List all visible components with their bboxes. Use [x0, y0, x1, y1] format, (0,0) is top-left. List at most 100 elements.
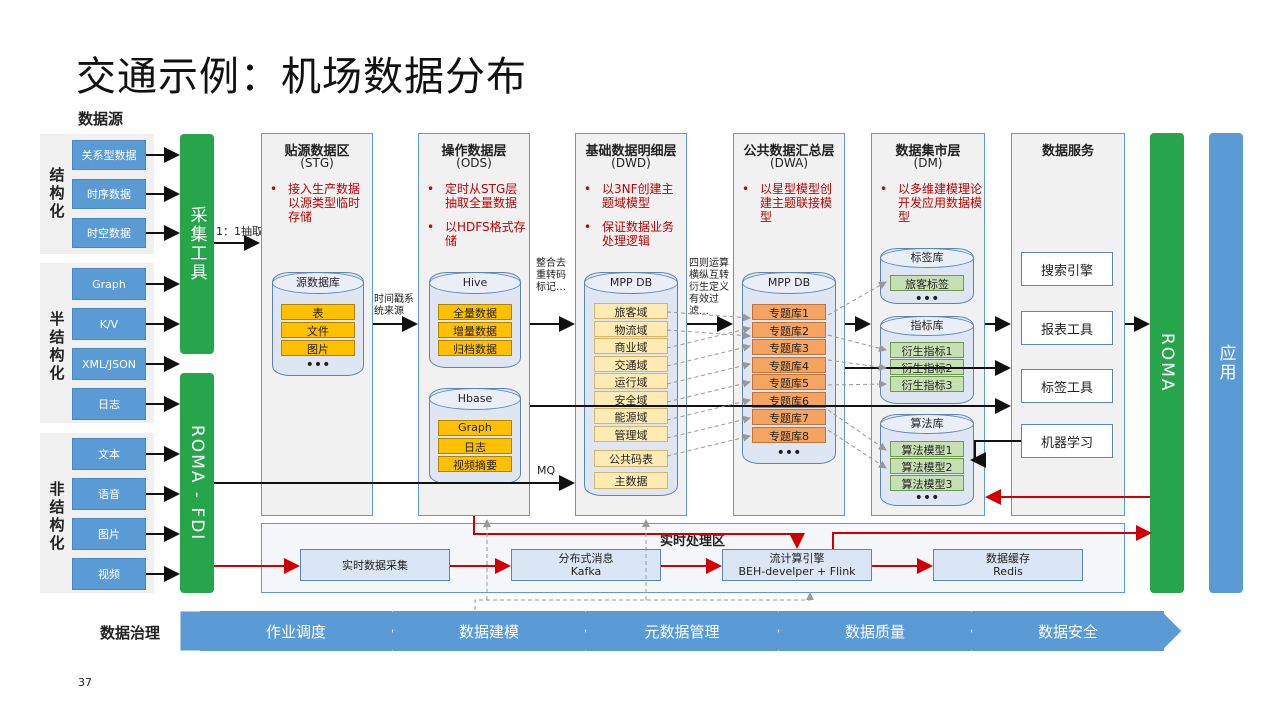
- service-report-tool[interactable]: 报表工具: [1021, 311, 1113, 345]
- dwa-bullet: 以星型模型创建主题联接模型: [760, 182, 833, 224]
- source-video[interactable]: 视频: [72, 558, 146, 590]
- source-text[interactable]: 文本: [72, 438, 146, 470]
- dwd-title: 基础数据明细层: [585, 144, 677, 159]
- dwa-mpp-top: [742, 272, 836, 294]
- dwa-dots: •••: [776, 445, 802, 461]
- dwa-topic-cell: 专题库8: [752, 426, 826, 443]
- dm-tag-title: 标签库: [910, 251, 944, 264]
- semi-structured-label: 半结构化: [49, 310, 65, 382]
- gov-step-scheduling: 作业调度: [200, 611, 392, 651]
- dm-algo-2: 算法模型2: [890, 458, 964, 474]
- realtime-kafka-label-1: 分布式消息: [558, 552, 614, 565]
- source-log[interactable]: 日志: [72, 388, 146, 420]
- source-arrows: [146, 147, 180, 582]
- source-timeseries[interactable]: 时序数据: [72, 179, 146, 209]
- realtime-flink-box[interactable]: 流计算引擎 BEH-develper + Flink: [722, 549, 872, 581]
- collect-tool-bar[interactable]: 采集工具: [180, 134, 214, 354]
- service-tag-tool[interactable]: 标签工具: [1021, 369, 1113, 403]
- dm-index-title: 指标库: [910, 319, 944, 332]
- ods-sub: (ODS): [456, 156, 492, 170]
- dwd-domain-cell: 能源域: [594, 408, 668, 424]
- stg-bullet-mark: •: [270, 182, 278, 196]
- service-title: 数据服务: [1041, 144, 1094, 159]
- ods-hbase-video-summary: 视频摘要: [438, 456, 512, 472]
- source-relational[interactable]: 关系型数据: [72, 140, 146, 170]
- dwa-topic-cell: 专题库3: [752, 339, 826, 355]
- ods-bullet-mark-2: •: [427, 220, 435, 234]
- dwd-bullet-mark-2: •: [584, 220, 592, 234]
- dwa-mpp-title: MPP DB: [767, 276, 811, 289]
- roma-bar[interactable]: ROMA: [1150, 133, 1184, 593]
- dm-bullet: 以多维建模理论开发应用数据模型: [898, 182, 983, 224]
- ods-bullet-2: 以HDFS格式存储: [445, 220, 526, 248]
- source-kv[interactable]: K/V: [72, 308, 146, 340]
- dwa-topic-cell: 专题库2: [752, 321, 826, 338]
- ods-hbase-log: 日志: [438, 438, 512, 454]
- dwa-topic-cell: 专题库6: [752, 391, 826, 408]
- dm-index-top: [880, 316, 974, 336]
- stg-cell-file: 文件: [281, 322, 355, 338]
- dwa-topic-cell: 专题库1: [752, 304, 826, 320]
- stg-db-title: 源数据库: [296, 276, 340, 289]
- source-voice[interactable]: 语音: [72, 478, 146, 510]
- dwa-sub: (DWA): [769, 156, 809, 170]
- roma-fdi-label: ROMA - FDI: [187, 424, 207, 542]
- dm-sub: (DM): [913, 156, 943, 170]
- ods-hive-archive: 归档数据: [438, 340, 512, 356]
- service-machine-learning[interactable]: 机器学习: [1021, 424, 1113, 458]
- data-source-label: 数据源: [78, 110, 124, 128]
- roma-fdi-bar[interactable]: ROMA - FDI: [180, 373, 214, 593]
- source-graph[interactable]: Graph: [72, 268, 146, 300]
- realtime-arrows: [214, 489, 1152, 574]
- realtime-title: 实时处理区: [660, 534, 726, 549]
- dm-algo-top: [880, 414, 974, 434]
- dm-index-3: 衍生指标3: [890, 376, 964, 392]
- page-title: 交通示例：机场数据分布: [76, 54, 527, 100]
- dwd-master-cell: 主数据: [594, 472, 668, 489]
- governance-label: 数据治理: [100, 624, 161, 642]
- stg-db-top: [272, 272, 364, 294]
- dwa-title: 公共数据汇总层: [743, 144, 835, 159]
- mq-label: MQ: [537, 464, 556, 477]
- realtime-redis-box[interactable]: 数据缓存 Redis: [933, 549, 1083, 581]
- app-bar[interactable]: 应用: [1209, 133, 1243, 593]
- source-image[interactable]: 图片: [72, 518, 146, 550]
- dm-tag-dots: •••: [914, 291, 940, 307]
- dm-bullet-mark: •: [880, 182, 888, 196]
- dm-title: 数据集市层: [895, 144, 961, 159]
- gov-step-modeling: 数据建模: [393, 611, 585, 651]
- dwd-sub: (DWD): [611, 156, 651, 170]
- gov-step-quality: 数据质量: [779, 611, 971, 651]
- realtime-kafka-label-2: Kafka: [570, 565, 602, 578]
- flow-arrows: [214, 235, 1150, 491]
- dm-index-1: 衍生指标1: [890, 342, 964, 358]
- ods-bullet-mark-1: •: [427, 182, 435, 196]
- ods-hive-top: [429, 272, 521, 294]
- dwd-domain-cell: 交通域: [594, 355, 668, 372]
- stg-cell-image: 图片: [281, 340, 355, 356]
- service-search-engine[interactable]: 搜索引擎: [1021, 252, 1113, 286]
- structured-label: 结构化: [49, 166, 65, 220]
- ods-bullet-1: 定时从STG层抽取全量数据: [445, 182, 518, 210]
- collect-tool-label: 采集工具: [186, 206, 207, 282]
- dwd-domain-cell: 商业域: [594, 338, 668, 354]
- ods-hbase-title: Hbase: [457, 392, 493, 405]
- dm-algo-dots: •••: [914, 490, 940, 506]
- realtime-redis-label-2: Redis: [993, 565, 1023, 578]
- dwd-domain-cell: 物流域: [594, 320, 668, 337]
- dwd-bullet-1: 以3NF创建主题域模型: [602, 182, 674, 210]
- ods-hive-full: 全量数据: [438, 304, 512, 320]
- source-spatiotemporal[interactable]: 时空数据: [72, 218, 146, 248]
- dwa-topic-cell: 专题库5: [752, 374, 826, 390]
- dwd-domain-cell: 运行域: [594, 373, 668, 389]
- dm-algo-1: 算法模型1: [890, 441, 964, 457]
- ods-to-dwd-label: 整合去重转码标记…: [536, 258, 566, 293]
- source-xml-json[interactable]: XML/JSON: [72, 348, 146, 380]
- ods-title: 操作数据层: [441, 144, 507, 159]
- page-number: 37: [78, 676, 92, 689]
- dwd-master-cell: 公共码表: [594, 450, 668, 467]
- dwa-topic-cell: 专题库7: [752, 409, 826, 425]
- realtime-collect-box[interactable]: 实时数据采集: [300, 549, 450, 581]
- realtime-kafka-box[interactable]: 分布式消息 Kafka: [511, 549, 661, 581]
- dm-tag-passenger: 旅客标签: [890, 275, 964, 291]
